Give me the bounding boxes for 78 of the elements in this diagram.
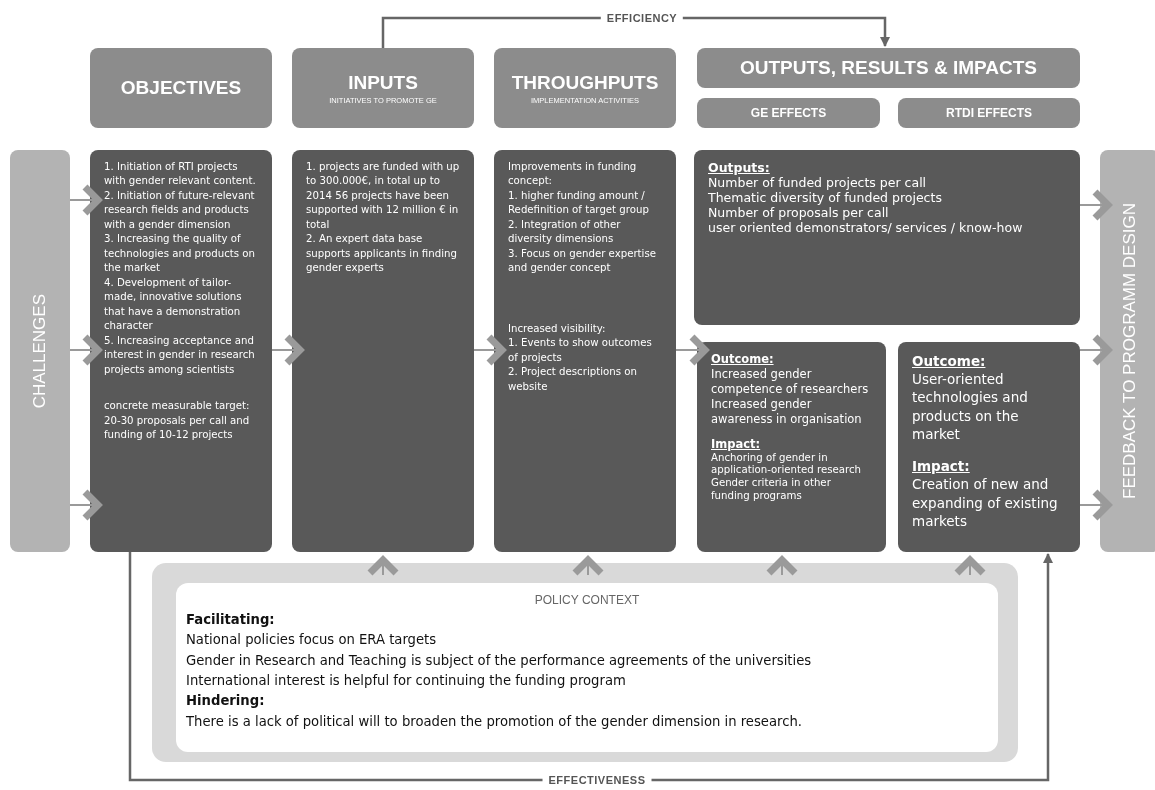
text-line: Thematic diversity of funded projects xyxy=(708,190,943,205)
section-heading: Facilitating: xyxy=(186,610,276,629)
text-line: user oriented demonstrators/ services / know-how xyxy=(708,220,1024,235)
side-banner xyxy=(10,150,70,552)
text-line: Anchoring of gender in application-oriented research xyxy=(711,451,863,478)
content-panel xyxy=(898,342,1080,552)
content-panel xyxy=(494,150,676,552)
text-line: Gender criteria in other funding programs xyxy=(711,477,832,503)
header-box xyxy=(292,48,474,128)
edge-label: EFFICIENCY xyxy=(600,12,684,24)
text-line: National policies focus on ERA targets xyxy=(186,631,438,650)
content-panel xyxy=(90,150,272,552)
text-line: User-oriented technologies and products on the market xyxy=(912,370,1029,444)
chevron-arrow xyxy=(953,556,987,577)
text-line: 1. projects are funded with up to 300.000€, in total up to 2014 56 projects have been supported with 12 million € in total xyxy=(306,160,460,232)
column-heading: INPUTS xyxy=(348,71,418,94)
chevron-arrow xyxy=(675,333,709,367)
text-line: Increased gender competence of researchers xyxy=(711,366,870,397)
arrow xyxy=(128,552,1053,782)
section-heading: Impact: xyxy=(711,436,762,452)
header-box xyxy=(898,98,1080,128)
section-heading: Outcome: xyxy=(912,352,987,371)
column-heading: RTDI EFFECTS xyxy=(946,106,1032,120)
chevron-arrow xyxy=(69,333,102,367)
text-line: concrete measurable target: 20-30 proposals per call and funding of 10-12 projects xyxy=(104,399,251,443)
edge-label: EFFECTIVENESS xyxy=(542,774,652,786)
section-heading: Hindering: xyxy=(186,692,266,711)
header-box xyxy=(494,48,676,128)
policy-panel xyxy=(176,583,998,752)
chevron-arrow xyxy=(1079,488,1112,522)
text-line: Gender in Research and Teaching is subject of the performance agreements of the universities xyxy=(186,651,813,670)
text-line: 1. Initiation of RTI projects with gender relevant content. xyxy=(104,160,257,189)
text-line: Number of proposals per call xyxy=(708,205,890,220)
column-heading: GE EFFECTS xyxy=(750,106,827,120)
arrow xyxy=(381,16,890,48)
text-line: 3. Focus on gender expertise and gender concept xyxy=(508,246,657,276)
text-line: 3. Increasing the quality of technologies and products on the market xyxy=(104,232,256,276)
chevron-arrow xyxy=(1079,333,1112,367)
text-line: There is a lack of political will to broaden the promotion of the gender dimension in research. xyxy=(186,712,803,731)
text-line: Improvements in funding concept: xyxy=(508,160,638,189)
text-line: Creation of new and expanding of existing markets xyxy=(912,475,1059,530)
content-panel xyxy=(292,150,474,552)
banner-label: CHALLENGES xyxy=(30,293,50,409)
side-banner xyxy=(1100,150,1155,552)
content-panel xyxy=(694,150,1080,325)
header-box xyxy=(90,48,272,128)
text-line: 2. Initiation of future-relevant research fields and products with a gender dimension xyxy=(104,188,256,232)
text-line: 4. Development of tailor-made, innovative solutions that have a demonstration character xyxy=(104,275,243,334)
text-line: 2. Project descriptions on website xyxy=(508,365,638,394)
column-heading: OBJECTIVES xyxy=(120,77,242,99)
text-line: 5. Increasing acceptance and interest in gender in research projects among scientists xyxy=(104,333,256,377)
chevron-arrow xyxy=(271,333,304,367)
header-box xyxy=(697,48,1080,88)
column-heading: THROUGHPUTS xyxy=(511,71,659,94)
text-line: 2. An expert data base supports applicants in finding gender experts xyxy=(306,232,458,276)
content-panel xyxy=(697,342,886,552)
panel-title: POLICY CONTEXT xyxy=(533,592,641,609)
policy-band xyxy=(152,563,1018,762)
text-line: 1. Events to show outcomes of projects xyxy=(508,336,653,365)
text-line: International interest is helpful for continuing the funding program xyxy=(186,671,627,690)
header-box xyxy=(697,98,880,128)
section-heading: Outcome: xyxy=(711,352,775,367)
banner-label: FEEDBACK TO PROGRAMM DESIGN xyxy=(1120,203,1140,499)
chevron-arrow xyxy=(366,556,400,577)
text-line: Increased visibility: xyxy=(508,321,607,336)
section-heading: Outputs: xyxy=(708,160,771,175)
chevron-arrow xyxy=(69,183,102,217)
text-line: 1. higher funding amount / Redefinition of target group xyxy=(508,188,650,218)
text-line: Increased gender awareness in organisation xyxy=(711,396,863,427)
text-line: 2. Integration of other diversity dimensions xyxy=(508,217,622,247)
section-heading: Impact: xyxy=(912,457,971,476)
column-heading: OUTPUTS, RESULTS & IMPACTS xyxy=(740,57,1037,79)
chevron-arrow xyxy=(765,556,799,577)
chevron-arrow xyxy=(69,488,102,522)
chevron-arrow xyxy=(1079,188,1112,222)
chevron-arrow xyxy=(473,333,506,367)
text-line: Number of funded projects per call xyxy=(708,175,928,190)
chevron-arrow xyxy=(571,556,605,577)
